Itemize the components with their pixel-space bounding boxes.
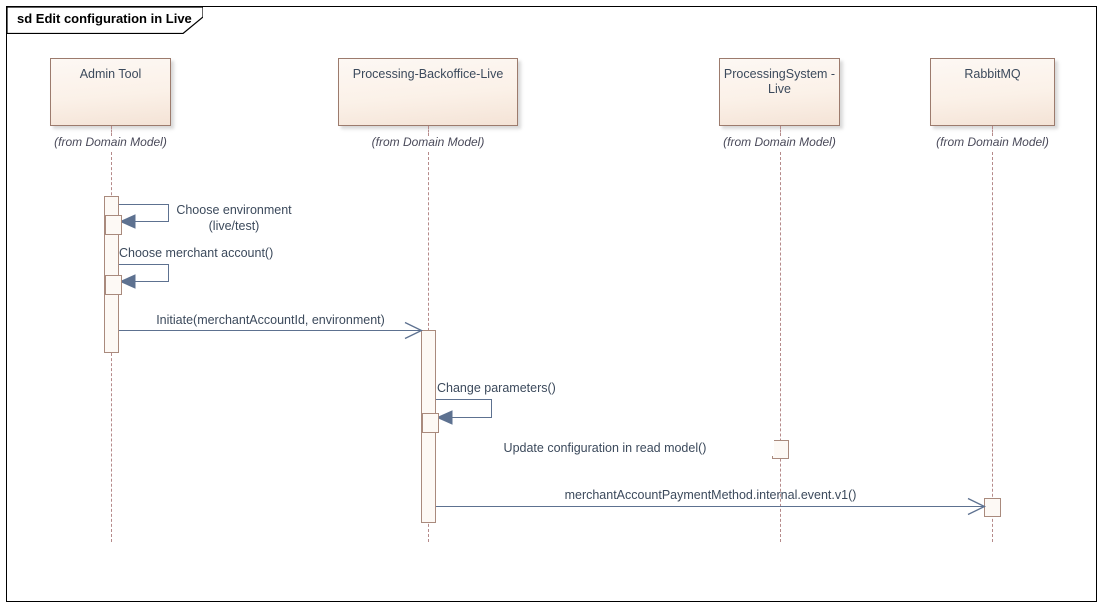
message-merchant-account-payment-method-event-line	[436, 506, 985, 507]
message-choose-merchant-account-line-top	[119, 264, 169, 265]
frame-label-text: sd Edit configuration in Live	[17, 11, 192, 26]
lifeline-dash-rabbitmq	[992, 152, 993, 542]
message-choose-environment-line-bottom	[130, 221, 169, 222]
activation-admin-tool-self-1[interactable]	[105, 215, 122, 235]
activation-processing-backoffice-live-self[interactable]	[422, 413, 439, 433]
message-label-choose-merchant-account: Choose merchant account()	[119, 246, 274, 260]
lifeline-name-processing-system-live: ProcessingSystem - Live	[723, 67, 836, 96]
lifeline-header-rabbitmq[interactable]: RabbitMQ	[930, 58, 1055, 126]
arrowhead-open-right-initiate	[404, 321, 423, 340]
lifeline-stem-rabbitmq	[992, 126, 993, 136]
sequence-frame	[6, 6, 1097, 602]
activation-admin-tool-self-2[interactable]	[105, 275, 122, 295]
message-choose-merchant-account-line-right	[168, 264, 169, 282]
activation-admin-tool[interactable]	[104, 196, 119, 353]
frame-tab-shape	[7, 7, 203, 34]
lifeline-stereotype-processing-backoffice-live: (from Domain Model)	[371, 135, 485, 149]
lifeline-stereotype-rabbitmq: (from Domain Model)	[936, 135, 1049, 149]
arrowhead-filled-left-change-parameters	[437, 410, 453, 425]
message-label-initiate: Initiate(merchantAccountId, environment)	[156, 313, 385, 327]
message-change-parameters-line-top	[436, 399, 492, 400]
arrowhead-filled-left-choose-merchant-account	[120, 274, 136, 289]
activation-rabbitmq[interactable]	[984, 498, 1001, 517]
lifeline-name-rabbitmq: RabbitMQ	[964, 67, 1021, 81]
lifeline-stem-admin-tool	[111, 126, 112, 136]
message-change-parameters-line-right	[491, 399, 492, 418]
frame-label-tab: sd Edit configuration in Live	[6, 6, 203, 34]
message-change-parameters-line-bottom	[448, 417, 492, 418]
message-choose-environment-line-right	[168, 204, 169, 222]
activation-processing-system-live[interactable]	[772, 440, 789, 459]
message-initiate-line	[119, 330, 422, 331]
lifeline-name-admin-tool: Admin Tool	[79, 67, 142, 81]
message-label-choose-environment: Choose environment (live/test)	[176, 203, 292, 233]
message-choose-environment-line-top	[119, 204, 169, 205]
lifeline-header-processing-system-live[interactable]: ProcessingSystem - Live	[719, 58, 840, 126]
arrowhead-open-right-merchant-account-payment-method-event	[967, 497, 986, 516]
lifeline-stem-processing-backoffice-live	[428, 126, 429, 136]
message-label-change-parameters: Change parameters()	[437, 381, 556, 395]
message-choose-merchant-account-line-bottom	[130, 281, 169, 282]
lifeline-stereotype-admin-tool: (from Domain Model)	[54, 135, 167, 149]
message-label-merchant-account-payment-method-event: merchantAccountPaymentMethod.internal.ev…	[564, 488, 857, 502]
lifeline-header-admin-tool[interactable]: Admin Tool	[50, 58, 171, 126]
lifeline-name-processing-backoffice-live: Processing-Backoffice-Live	[352, 67, 504, 81]
lifeline-dash-processing-system-live	[780, 152, 781, 542]
lifeline-stereotype-processing-system-live: (from Domain Model)	[723, 135, 836, 149]
arrowhead-filled-left-choose-environment	[120, 214, 136, 229]
lifeline-header-processing-backoffice-live[interactable]: Processing-Backoffice-Live	[338, 58, 518, 126]
lifeline-stem-processing-system-live	[780, 126, 781, 136]
message-label-update-configuration: Update configuration in read model()	[436, 440, 774, 456]
